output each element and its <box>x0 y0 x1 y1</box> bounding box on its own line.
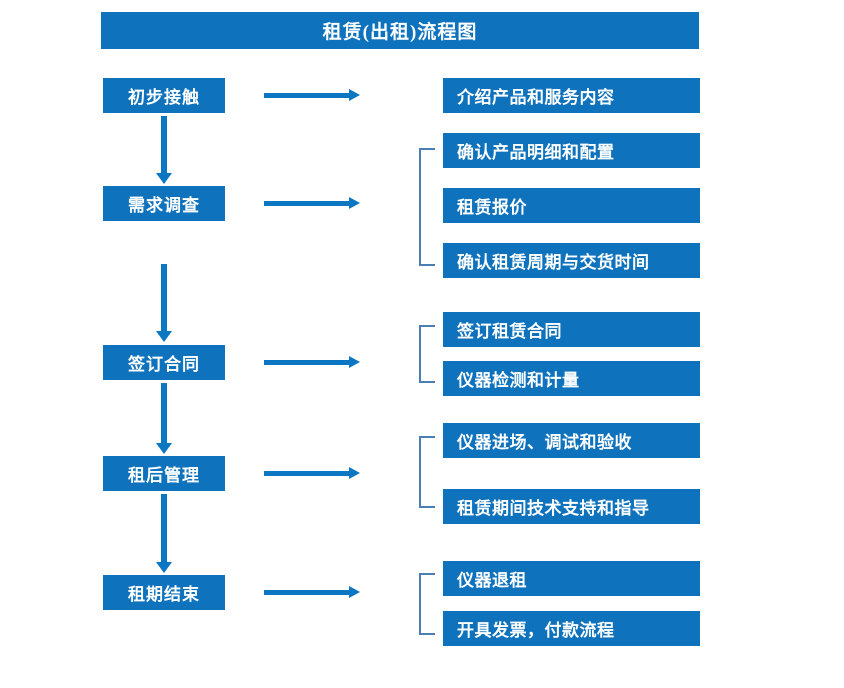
detail-box-confirm-rental-period-delivery[interactable]: 确认租赁周期与交货时间 <box>443 243 700 278</box>
page-title: 租赁(出租)流程图 <box>101 12 699 49</box>
arrow-shaft <box>264 471 349 476</box>
arrow-head-icon <box>156 562 172 573</box>
arrow-head-icon <box>349 197 360 209</box>
detail-box-sign-rental-contract[interactable]: 签订租赁合同 <box>443 312 700 347</box>
arrow-head-icon <box>156 443 172 454</box>
arrow-head-icon <box>156 173 172 184</box>
vertical-arrow-stage2-to-stage3 <box>155 264 173 342</box>
detail-box-introduce-products-services[interactable]: 介绍产品和服务内容 <box>443 78 700 113</box>
group-bracket-post-rental-management <box>419 436 435 508</box>
detail-box-rental-quotation[interactable]: 租赁报价 <box>443 188 700 223</box>
arrow-shaft <box>264 360 349 365</box>
vertical-arrow-stage4-to-stage5 <box>155 494 173 573</box>
vertical-arrow-stage3-to-stage4 <box>155 383 173 454</box>
stage-box-needs-investigation[interactable]: 需求调查 <box>103 186 225 221</box>
arrow-shaft <box>161 494 167 562</box>
horizontal-arrow-stage4 <box>264 465 360 481</box>
arrow-shaft <box>161 264 167 331</box>
detail-box-invoice-payment-process[interactable]: 开具发票，付款流程 <box>443 611 700 646</box>
detail-box-instrument-return[interactable]: 仪器退租 <box>443 561 700 596</box>
stage-box-sign-contract[interactable]: 签订合同 <box>103 345 225 380</box>
stage-box-post-rental-management[interactable]: 租后管理 <box>103 456 225 491</box>
group-bracket-needs-investigation <box>419 148 435 266</box>
horizontal-arrow-stage3 <box>264 354 360 370</box>
group-bracket-sign-contract <box>419 325 435 383</box>
arrow-shaft <box>161 116 167 173</box>
arrow-shaft <box>264 201 349 206</box>
arrow-shaft <box>161 383 167 443</box>
arrow-head-icon <box>349 356 360 368</box>
arrow-head-icon <box>156 331 172 342</box>
arrow-head-icon <box>349 467 360 479</box>
detail-box-instrument-entry-commission-acceptance[interactable]: 仪器进场、调试和验收 <box>443 423 700 458</box>
arrow-head-icon <box>349 586 360 598</box>
arrow-shaft <box>264 590 349 595</box>
horizontal-arrow-stage2 <box>264 195 360 211</box>
horizontal-arrow-stage5 <box>264 584 360 600</box>
stage-box-initial-contact[interactable]: 初步接触 <box>103 78 225 113</box>
stage-box-rental-end[interactable]: 租期结束 <box>103 575 225 610</box>
arrow-shaft <box>264 93 349 98</box>
group-bracket-rental-end <box>419 573 435 635</box>
detail-box-confirm-product-details-config[interactable]: 确认产品明细和配置 <box>443 133 700 168</box>
horizontal-arrow-stage1 <box>264 87 360 103</box>
detail-box-technical-support-during-rental[interactable]: 租赁期间技术支持和指导 <box>443 489 700 524</box>
arrow-head-icon <box>349 89 360 101</box>
vertical-arrow-stage1-to-stage2 <box>155 116 173 184</box>
detail-box-instrument-inspection-metering[interactable]: 仪器检测和计量 <box>443 361 700 396</box>
